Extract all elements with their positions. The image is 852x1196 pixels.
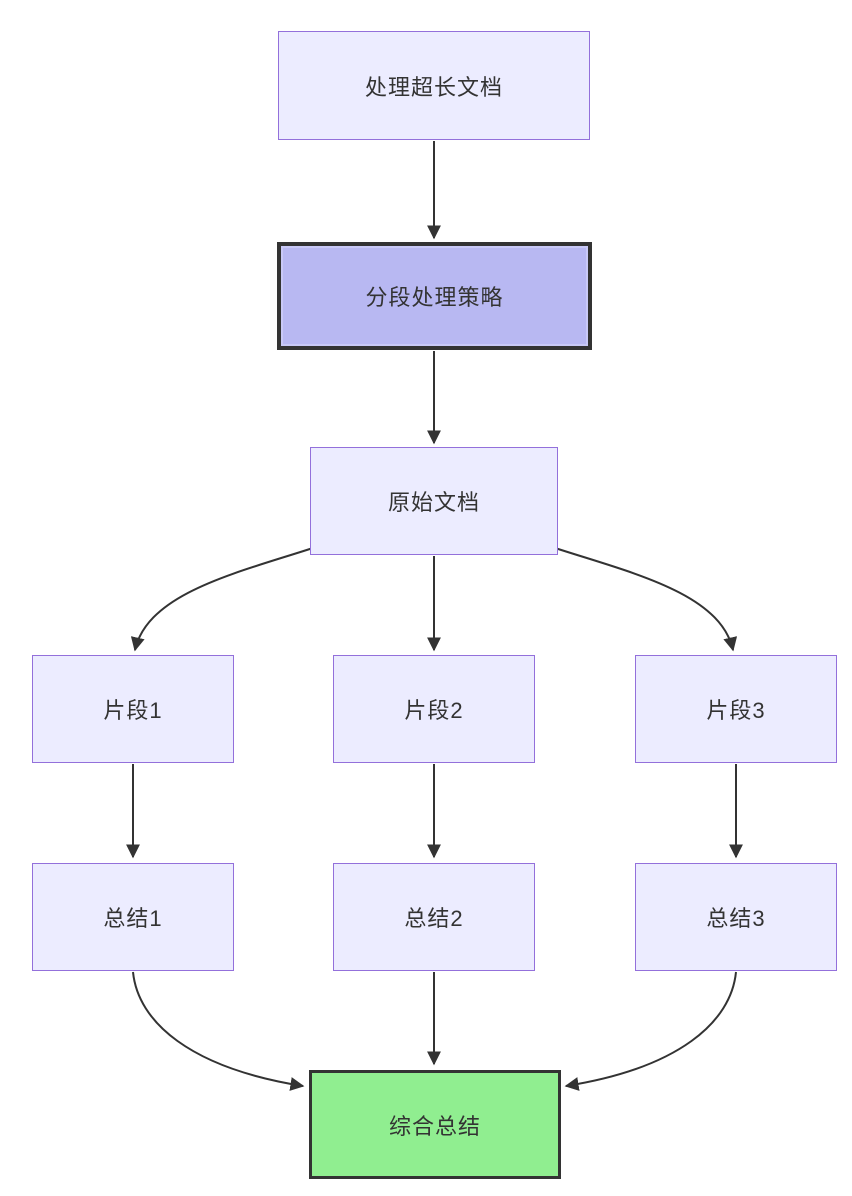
edge-summary-1-to-combined-summary: [132, 971, 305, 1091]
node-fragment-1: 片段1: [32, 655, 234, 763]
node-summary-1: 总结1: [32, 863, 234, 971]
node-summary-3: 总结3: [635, 863, 837, 971]
node-summary-2: 总结2: [333, 863, 535, 971]
node-segmentation-strategy: 分段处理策略: [277, 242, 592, 350]
node-fragment-3: 片段3: [635, 655, 837, 763]
edge-original-document-to-fragment-3: [551, 546, 738, 652]
edge-summary-3-to-combined-summary: [564, 971, 737, 1091]
node-fragment-2: 片段2: [333, 655, 535, 763]
edge-original-document-to-fragment-1: [130, 546, 317, 652]
node-original-document: 原始文档: [310, 447, 558, 555]
node-combined-summary: 综合总结: [309, 1070, 561, 1179]
node-process-long-doc: 处理超长文档: [278, 31, 590, 140]
